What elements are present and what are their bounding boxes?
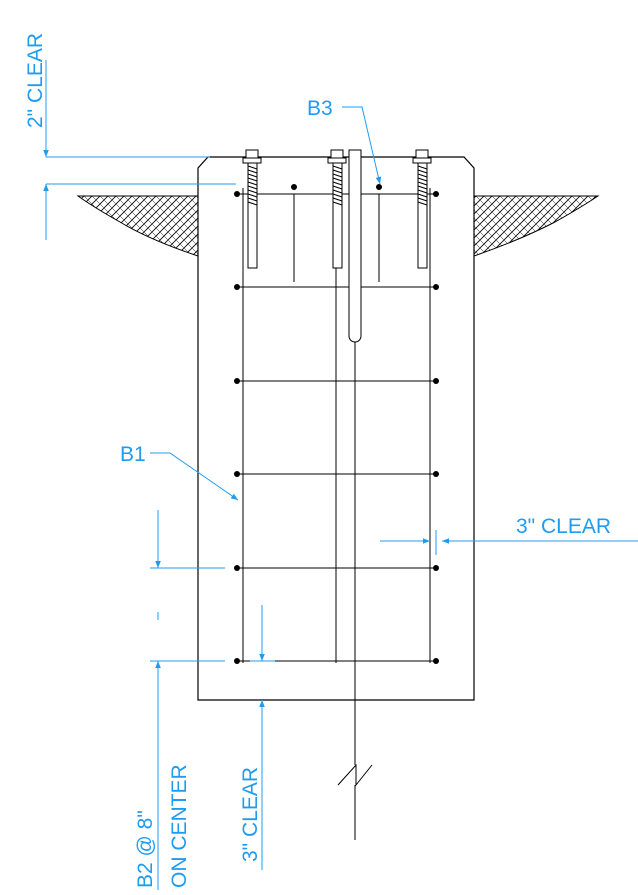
b2-on-center-label: ON CENTER — [168, 764, 191, 888]
rebar-cage — [236, 150, 437, 663]
conduit — [337, 149, 373, 840]
b1-label: B1 — [120, 443, 146, 466]
annotation-bottom-clear — [250, 605, 275, 870]
bottom-clear-label: 3" CLEAR — [239, 767, 262, 862]
rebar-dots — [234, 184, 439, 664]
side-clear-label: 3" CLEAR — [516, 515, 611, 538]
b2-spacing-label: B2 @ 8" — [134, 810, 157, 888]
top-clear-label: 2" CLEAR — [24, 33, 47, 128]
b3-label: B3 — [307, 97, 333, 120]
anchor-bolt-center — [327, 149, 347, 269]
b3-leader — [342, 106, 382, 185]
anchor-bolt-left — [242, 149, 262, 269]
anchor-bolt-right — [412, 149, 432, 269]
earth-right — [473, 195, 600, 257]
earth-left — [76, 195, 199, 257]
b1-leader — [150, 452, 239, 501]
annotation-2in-clear — [43, 60, 236, 240]
annotation-side-clear — [380, 530, 638, 555]
annotation-b2-spacing — [150, 510, 225, 890]
